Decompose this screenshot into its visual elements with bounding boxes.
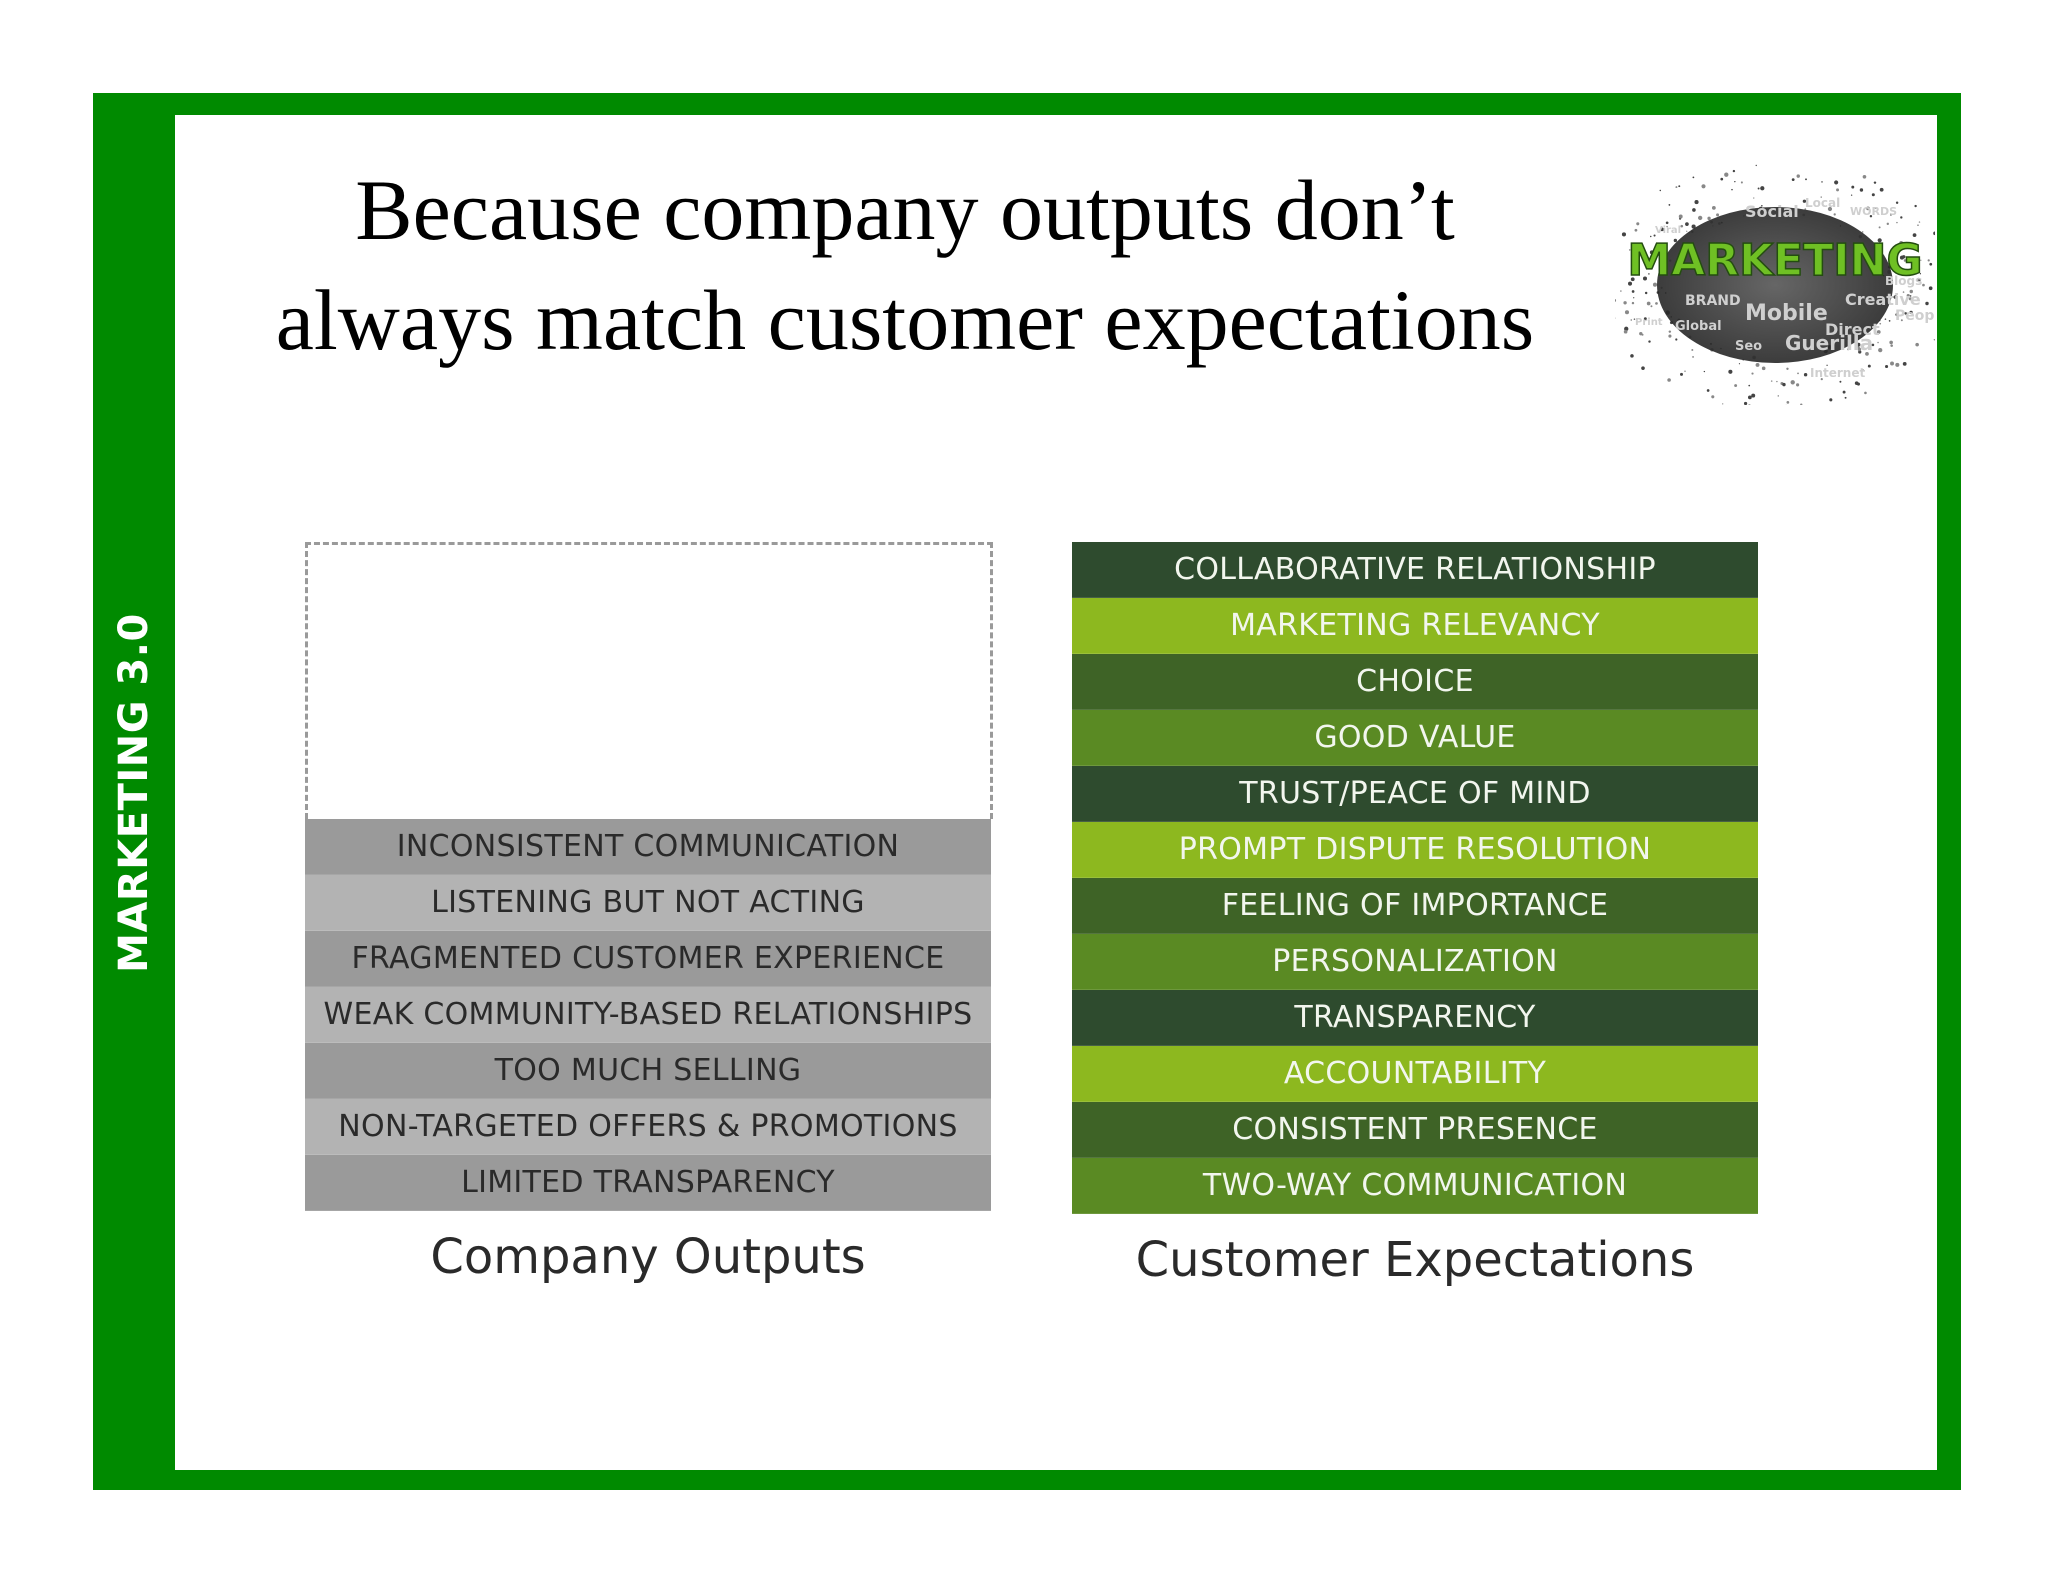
side-label-text: MARKETING 3.0: [111, 613, 157, 973]
word-cloud-word: Creative: [1845, 290, 1921, 309]
company-output-item: FRAGMENTED CUSTOMER EXPERIENCE: [305, 931, 991, 987]
word-cloud-word: Print: [1635, 317, 1663, 328]
customer-expectation-item: PERSONALIZATION: [1072, 934, 1758, 990]
company-output-item: TOO MUCH SELLING: [305, 1043, 991, 1099]
customer-expectation-item: CHOICE: [1072, 654, 1758, 710]
company-output-item: LIMITED TRANSPARENCY: [305, 1155, 991, 1211]
word-cloud-word: Mobile: [1745, 301, 1828, 326]
word-cloud-word: People: [1895, 308, 1935, 324]
company-output-item: LISTENING BUT NOT ACTING: [305, 875, 991, 931]
customer-expectation-item: GOOD VALUE: [1072, 710, 1758, 766]
word-cloud-word: Seo: [1735, 339, 1762, 354]
word-cloud-word: Local: [1805, 196, 1840, 210]
company-output-item: INCONSISTENT COMMUNICATION: [305, 819, 991, 875]
word-cloud-word: WORDS: [1850, 205, 1897, 218]
customer-expectation-item: CONSISTENT PRESENCE: [1072, 1102, 1758, 1158]
customer-expectation-item: TRANSPARENCY: [1072, 990, 1758, 1046]
word-cloud-word: BRAND: [1685, 293, 1741, 309]
customer-expectation-item: COLLABORATIVE RELATIONSHIP: [1072, 542, 1758, 598]
unmet-gap-box: [305, 542, 993, 819]
customer-expectation-item: FEELING OF IMPORTANCE: [1072, 878, 1758, 934]
company-output-item: WEAK COMMUNITY-BASED RELATIONSHIPS: [305, 987, 991, 1043]
company-outputs-caption: Company Outputs: [430, 1229, 866, 1285]
customer-expectation-item: TWO-WAY COMMUNICATION: [1072, 1158, 1758, 1214]
slide-title-line-2: always match customer expectations: [275, 272, 1535, 368]
word-cloud-word: Global: [1675, 319, 1722, 334]
slide-title: Because company outputs don’t always mat…: [175, 155, 1635, 375]
word-cloud-word: Blogs: [1885, 274, 1922, 288]
customer-expectation-item: MARKETING RELEVANCY: [1072, 598, 1758, 654]
customer-expectation-item: ACCOUNTABILITY: [1072, 1046, 1758, 1102]
company-output-item: NON-TARGETED OFFERS & PROMOTIONS: [305, 1099, 991, 1155]
word-cloud-word: Guerilla: [1785, 331, 1873, 355]
word-cloud-word: Viral: [1655, 225, 1681, 236]
word-cloud-word: Internet: [1810, 366, 1865, 380]
customer-expectations-caption: Customer Expectations: [1135, 1232, 1695, 1288]
word-cloud-word: Direct: [1825, 320, 1880, 339]
word-cloud-word: Social: [1745, 202, 1799, 221]
slide-content: Because company outputs don’t always mat…: [175, 115, 1937, 1470]
customer-expectation-item: PROMPT DISPUTE RESOLUTION: [1072, 822, 1758, 878]
slide-frame: MARKETING 3.0 Because company outputs do…: [93, 93, 1961, 1490]
slide-title-line-1: Because company outputs don’t: [355, 162, 1455, 258]
word-cloud-headline: MARKETING: [1627, 235, 1922, 286]
customer-expectation-item: TRUST/PEACE OF MIND: [1072, 766, 1758, 822]
